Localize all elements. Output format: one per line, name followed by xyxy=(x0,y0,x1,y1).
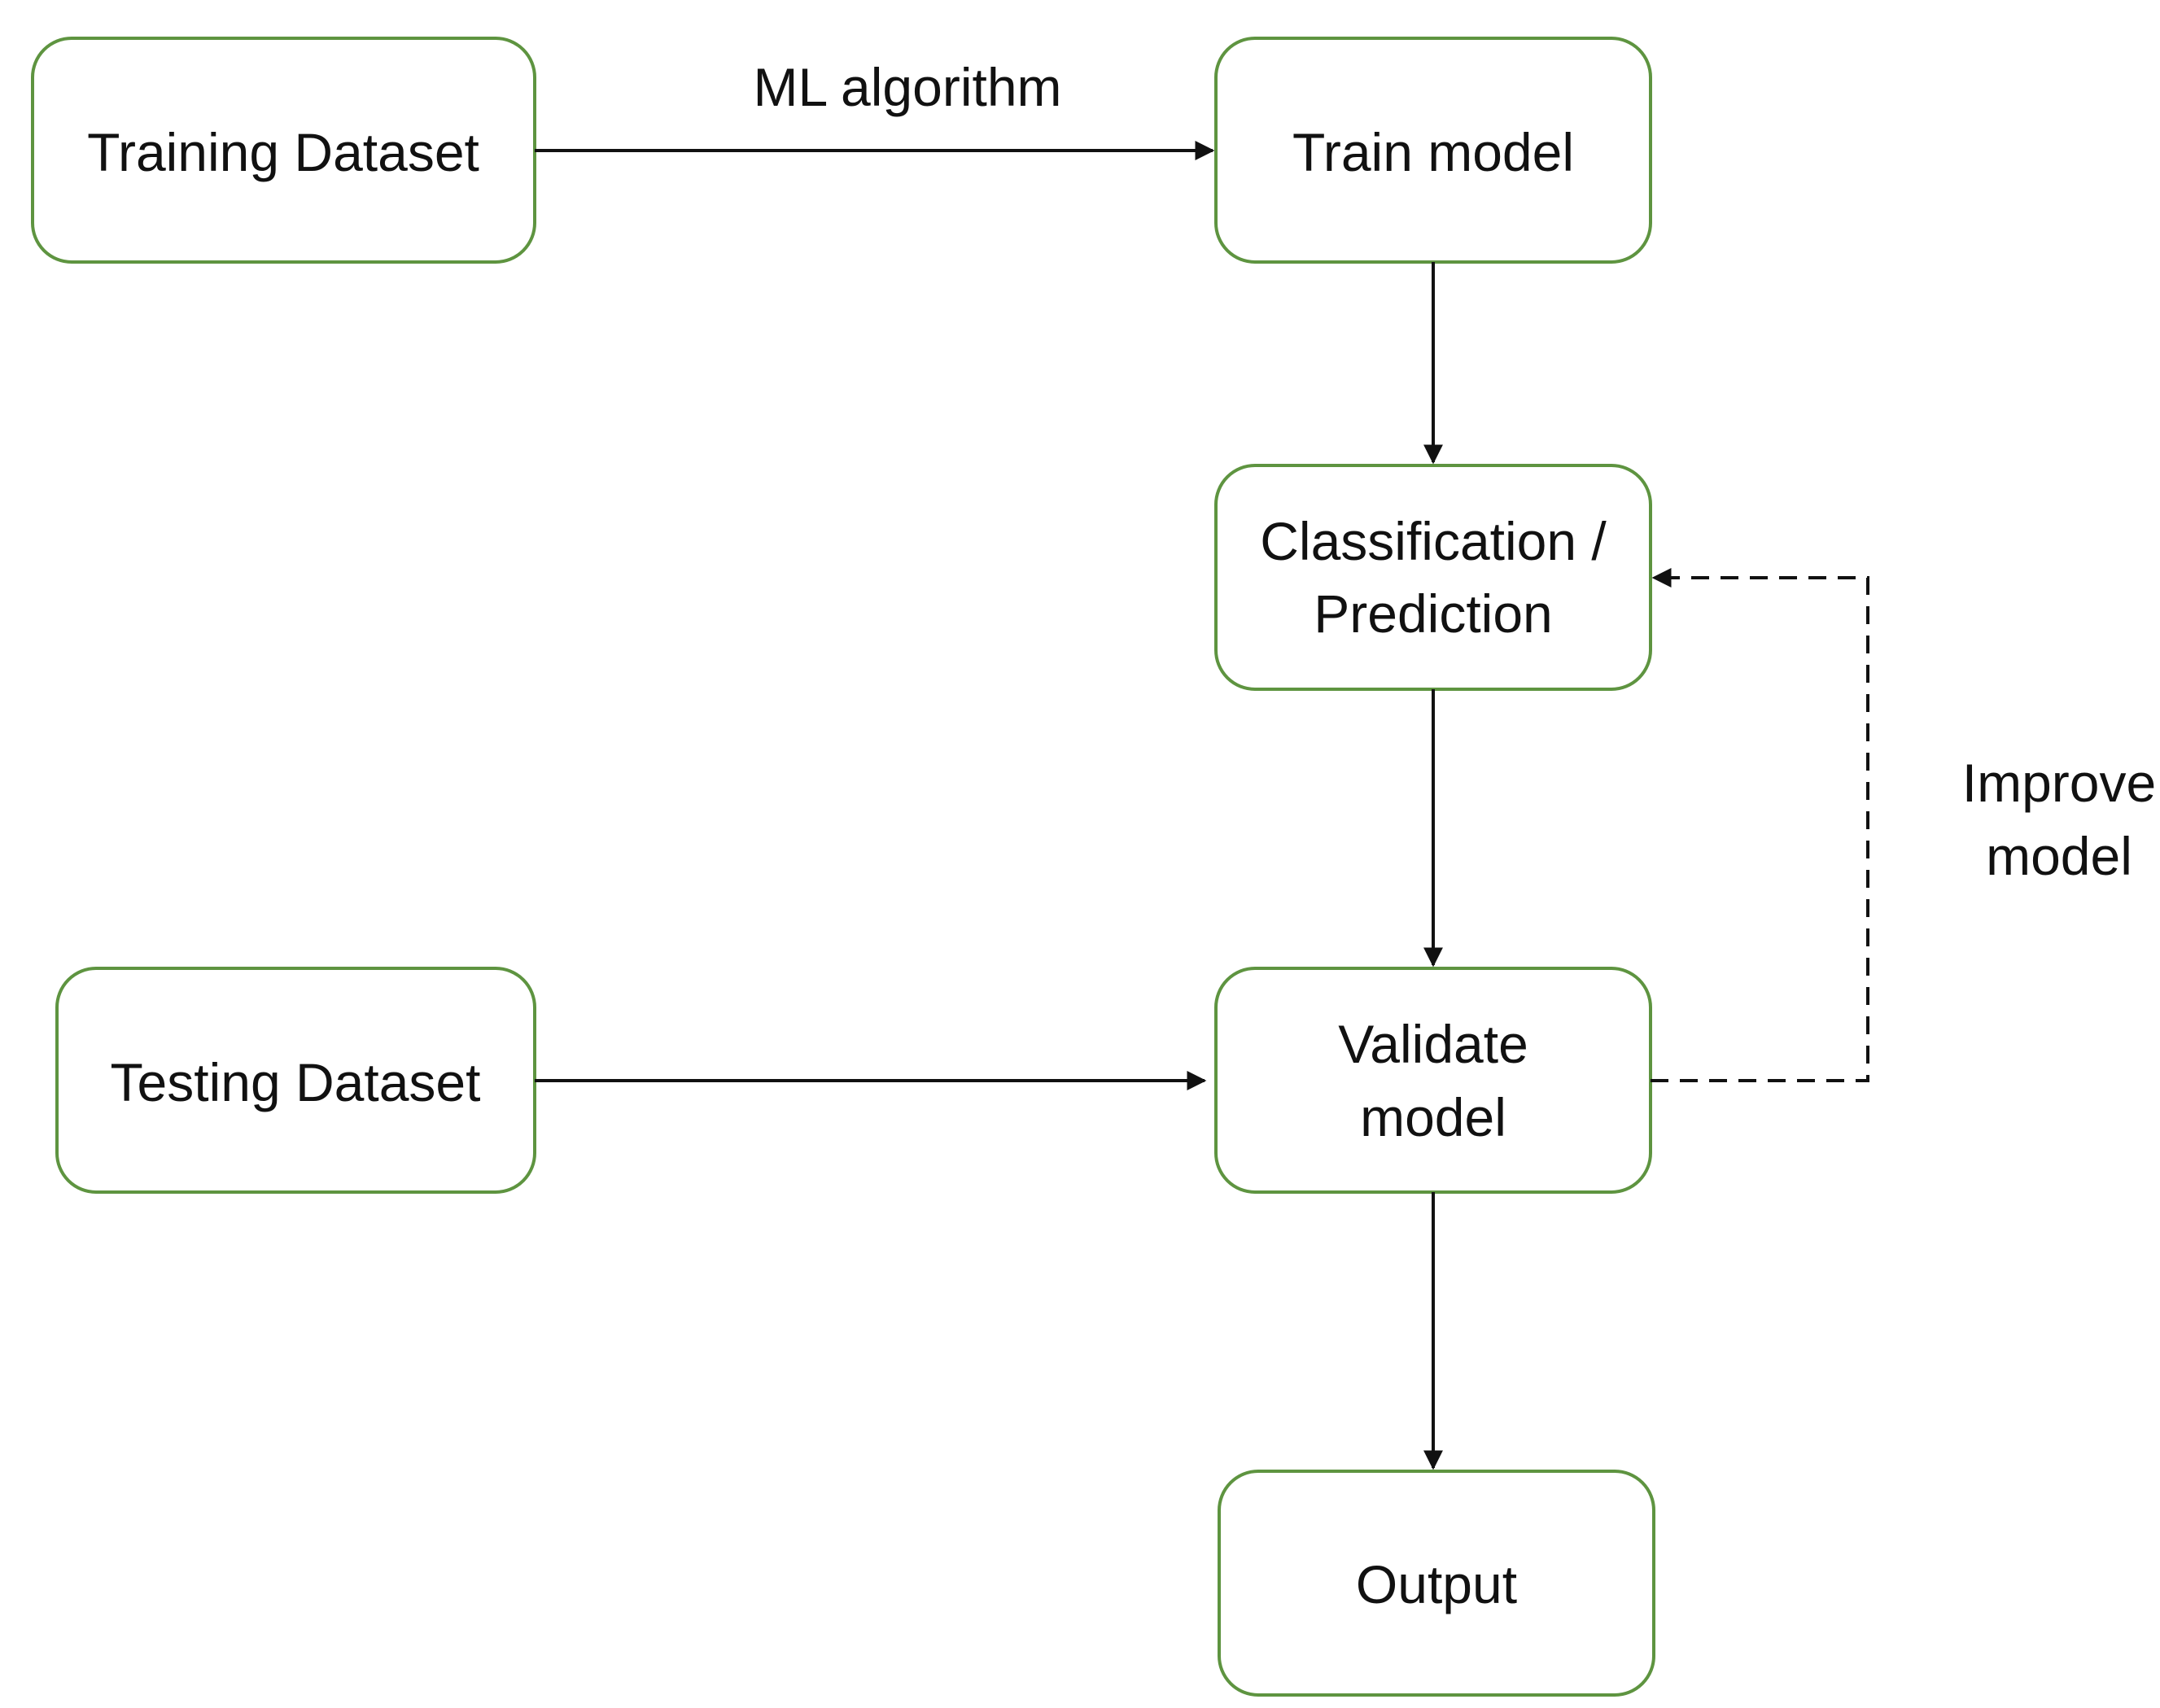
validate-model-label-line1: Validate xyxy=(1338,1014,1528,1074)
classification-label-line2: Prediction xyxy=(1314,583,1553,644)
validate-model-label-line2: model xyxy=(1360,1087,1506,1147)
node-training-dataset: Training Dataset xyxy=(31,37,536,264)
node-testing-dataset: Testing Dataset xyxy=(55,967,536,1194)
node-validate-model: Validate model xyxy=(1214,967,1652,1194)
ml-algorithm-label: ML algorithm xyxy=(753,57,1061,117)
node-train-model: Train model xyxy=(1214,37,1652,264)
training-dataset-label: Training Dataset xyxy=(87,122,479,182)
node-output: Output xyxy=(1218,1470,1655,1697)
arrow-improve-model-feedback xyxy=(1651,568,1869,1082)
improve-model-label-line2: model xyxy=(1986,826,2132,886)
train-model-label: Train model xyxy=(1292,122,1574,182)
node-classification-prediction: Classification / Prediction xyxy=(1214,464,1652,691)
classification-label-line1: Classification / xyxy=(1260,511,1607,571)
improve-model-label-line1: Improve xyxy=(1962,753,2156,813)
output-label: Output xyxy=(1356,1554,1517,1614)
testing-dataset-label: Testing Dataset xyxy=(111,1052,481,1112)
